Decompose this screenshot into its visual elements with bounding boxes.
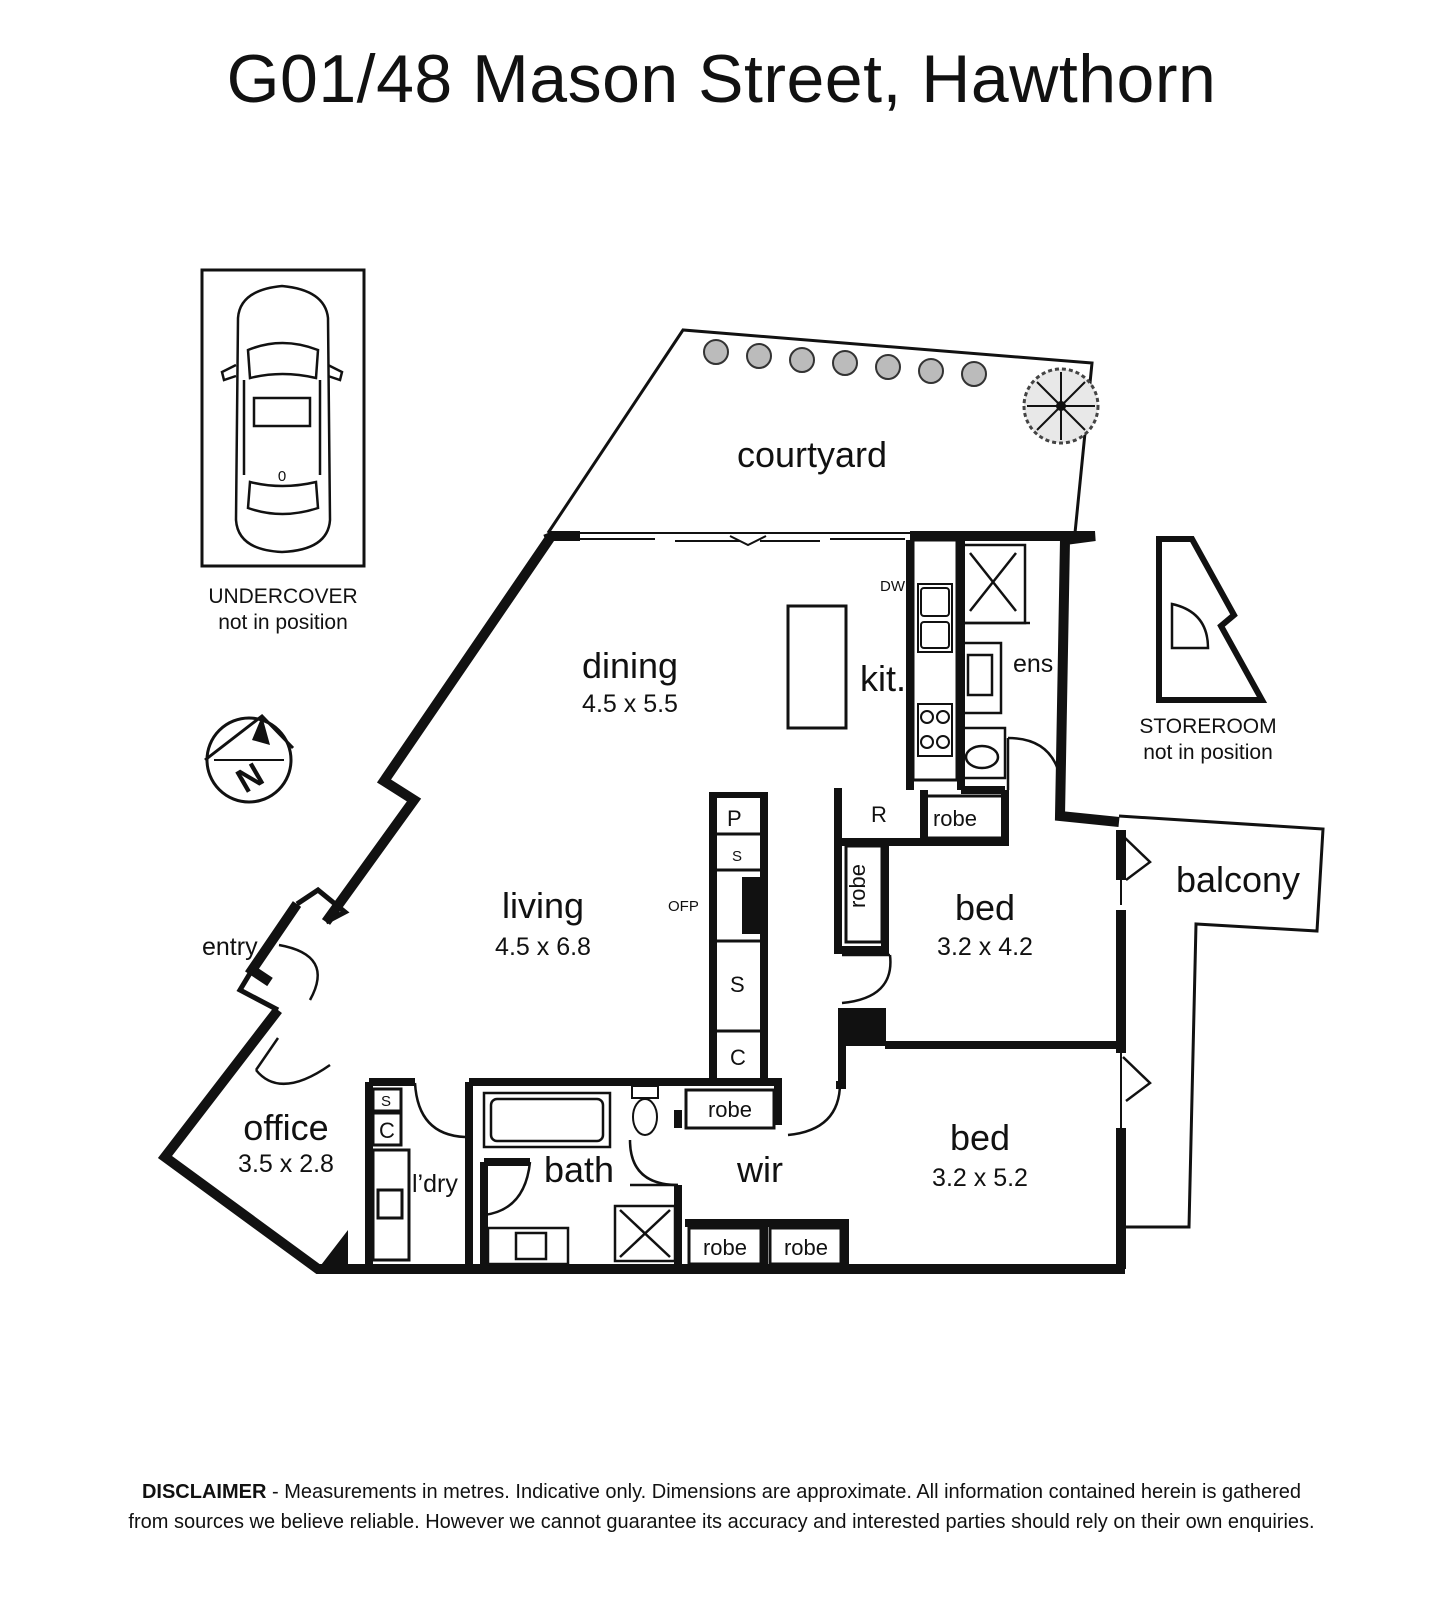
sliding-door xyxy=(580,532,910,547)
hedge-shrubs xyxy=(703,339,987,387)
disclaimer-line-1: DISCLAIMER - Measurements in metres. Ind… xyxy=(40,1477,1403,1507)
ofp-label: OFP xyxy=(668,898,699,915)
disclaimer-lead: DISCLAIMER xyxy=(141,1481,267,1503)
bed1-wall-block xyxy=(838,1008,886,1046)
living-dimensions: 4.5 x 6.8 xyxy=(495,933,591,961)
laundry-label: l’dry xyxy=(412,1170,458,1198)
fridge-label: R xyxy=(871,802,887,827)
north-letter: N xyxy=(230,756,270,801)
tree-icon xyxy=(1022,367,1100,445)
office-door xyxy=(254,1037,331,1085)
bath-label: bath xyxy=(544,1149,614,1190)
car-space: 0 xyxy=(200,268,366,568)
robe-label-4: robe xyxy=(703,1235,747,1260)
bed1-dimensions: 3.2 x 4.2 xyxy=(937,933,1033,961)
bed2-dimensions: 3.2 x 5.2 xyxy=(932,1164,1028,1192)
fireplace-box xyxy=(742,877,764,934)
ensuite-window xyxy=(1040,532,1075,540)
storeroom-sublabel: not in position xyxy=(1143,741,1273,764)
courtyard-area xyxy=(546,328,1100,534)
page-title: G01/48 Mason Street, Hawthorn xyxy=(226,41,1217,117)
office-wall-corner xyxy=(318,1230,348,1269)
robe-label-5: robe xyxy=(784,1235,828,1260)
cupboard-label-2: C xyxy=(379,1118,395,1143)
pantry-label: P xyxy=(727,806,742,831)
disclaimer: DISCLAIMER - Measurements in metres. Ind… xyxy=(40,1477,1403,1537)
undercover-label: UNDERCOVER xyxy=(208,585,357,608)
dining-label: dining xyxy=(582,645,678,686)
storeroom xyxy=(1156,536,1268,703)
shelf-label-3: S xyxy=(381,1093,391,1110)
robe-hall xyxy=(684,1088,776,1130)
balcony-label: balcony xyxy=(1176,859,1300,900)
shower-icon xyxy=(613,1204,677,1263)
ensuite-fixtures xyxy=(959,543,1064,791)
living-label: living xyxy=(502,885,584,926)
interior-walls-bottom xyxy=(365,1078,849,1269)
shelf-label-2: S xyxy=(730,972,745,997)
car-icon xyxy=(220,284,344,554)
dining-dimensions: 4.5 x 5.5 xyxy=(582,690,678,718)
balcony-door-1 xyxy=(1120,835,1152,905)
disclaimer-text-1: - Measurements in metres. Indicative onl… xyxy=(266,1481,1302,1503)
office-dimensions: 3.5 x 2.8 xyxy=(238,1150,334,1178)
wir-door xyxy=(787,1082,842,1137)
entry-porch xyxy=(236,886,350,1013)
wir-label: wir xyxy=(736,1149,783,1190)
robe-wir-2 xyxy=(768,1226,843,1266)
robe-label-2: robe xyxy=(845,864,870,908)
vanity-icon xyxy=(486,1226,570,1266)
toilet-icon xyxy=(631,1085,659,1136)
cooktop-icon xyxy=(917,703,953,757)
shelf-label-1: S xyxy=(732,848,742,865)
storeroom-label: STOREROOM xyxy=(1139,715,1276,738)
bathtub-icon xyxy=(482,1091,612,1149)
bed2-label: bed xyxy=(950,1117,1010,1158)
laundry-door xyxy=(413,1082,532,1217)
bed2-wall-stub xyxy=(836,1045,846,1089)
disclaimer-line-2: from sources we believe reliable. Howeve… xyxy=(128,1511,1315,1533)
bed1-door xyxy=(841,953,892,1005)
ensuite-label: ens xyxy=(1013,650,1053,678)
robe-ensuite xyxy=(922,794,1007,840)
office-label: office xyxy=(243,1107,328,1148)
svg-text:0: 0 xyxy=(278,468,286,485)
kitchen-label: kit. xyxy=(860,658,906,699)
north-arrow-icon: N xyxy=(204,713,295,804)
entry-door xyxy=(278,943,319,1001)
balcony-area xyxy=(1118,814,1325,1229)
robe-wir-1 xyxy=(687,1226,763,1266)
undercover-sublabel: not in position xyxy=(218,611,348,634)
cupboard-label-1: C xyxy=(730,1045,746,1070)
laundry-fixtures xyxy=(371,1087,411,1262)
robe-bed1 xyxy=(844,844,884,944)
bath-door xyxy=(628,1139,679,1187)
sink-icon xyxy=(917,583,953,653)
courtyard-label: courtyard xyxy=(737,434,887,475)
bed1-label: bed xyxy=(955,887,1015,928)
robe-label-3: robe xyxy=(708,1097,752,1122)
dishwasher-label: DW xyxy=(880,578,906,595)
entry-label: entry xyxy=(202,933,258,961)
robe-label-1: robe xyxy=(933,806,977,831)
balcony-door-2 xyxy=(1120,1053,1152,1128)
